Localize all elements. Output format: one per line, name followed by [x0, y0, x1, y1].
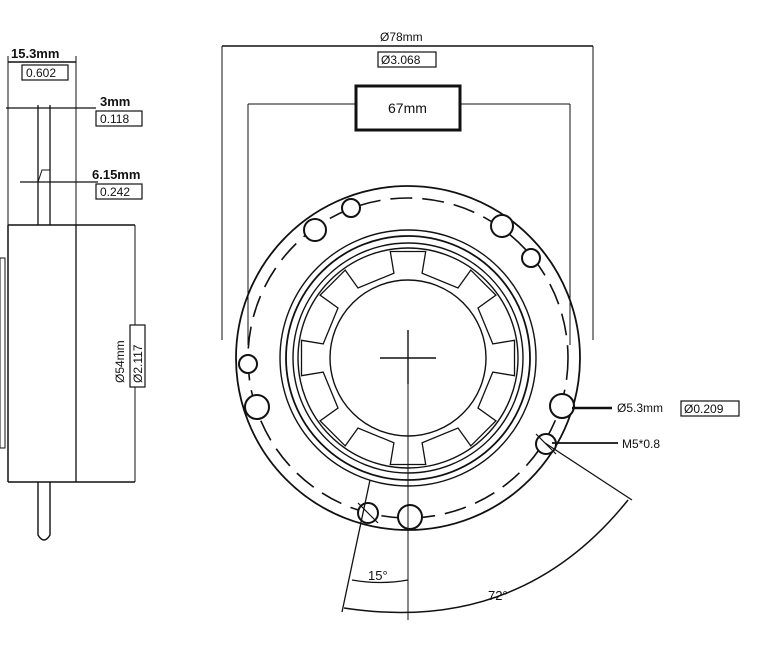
- diameter-mm-label: Ø54mm: [113, 340, 127, 383]
- bottom-tab: [37, 482, 51, 541]
- step-leader: [37, 169, 50, 183]
- hole-diameter-in-label: Ø0.209: [684, 402, 724, 416]
- outer-diameter-in-box: [377, 51, 437, 68]
- angle-arc-15: [351, 579, 409, 584]
- hole-diameter-in-box: [680, 400, 740, 417]
- bolt-circle: [247, 197, 569, 519]
- bolt-hole: [303, 218, 327, 242]
- step-in-box: [95, 183, 143, 200]
- step-mm-label: 6.15mm: [92, 167, 140, 182]
- thickness-mm-label: 3mm: [100, 94, 130, 109]
- diameter-in-label: Ø2.117: [131, 344, 145, 383]
- diameter-label-group: Ø54mm Ø2.117: [113, 324, 146, 388]
- bolt-hole: [549, 393, 575, 419]
- hole-diameter-mm-label: Ø5.3mm: [617, 401, 663, 415]
- width-in-label: 0.602: [26, 66, 56, 80]
- bolt-span-box: [354, 84, 462, 132]
- bolt-hole: [521, 248, 541, 268]
- angle-ref-15: [341, 479, 371, 613]
- angle-ref-72: [544, 442, 633, 501]
- step-in-label: 0.242: [100, 185, 130, 199]
- outer-diameter-in-label: Ø3.068: [381, 53, 421, 67]
- bolt-hole: [397, 504, 423, 530]
- bolt-hole: [490, 214, 514, 238]
- diameter-in-box: [129, 324, 146, 388]
- bolt-hole: [244, 394, 270, 420]
- spline-profile: [300, 250, 516, 466]
- angle-72-label: 72°: [488, 588, 508, 603]
- outer-diameter-mm-label: Ø78mm: [380, 30, 423, 44]
- body-rim: [0, 257, 6, 449]
- width-mm-label: 15.3mm: [11, 46, 59, 61]
- bolt-hole: [341, 198, 361, 218]
- thread-hole-mark: [357, 502, 379, 524]
- width-in-box: [21, 64, 69, 81]
- angle-15-label: 15°: [368, 568, 388, 583]
- bolt-span-label: 67mm: [388, 100, 427, 116]
- angle-arc-72: [343, 499, 629, 614]
- side-view: 15.3mm 0.602 3mm 0.118 6.15mm 0.242 Ø54m…: [0, 46, 146, 541]
- front-view: Ø78mm Ø3.068 67mm Ø5.3mm Ø0.209: [221, 30, 740, 620]
- bolt-hole: [238, 354, 258, 374]
- thickness-in-box: [95, 110, 143, 127]
- thickness-in-label: 0.118: [100, 112, 129, 126]
- thread-label: M5*0.8: [622, 437, 660, 451]
